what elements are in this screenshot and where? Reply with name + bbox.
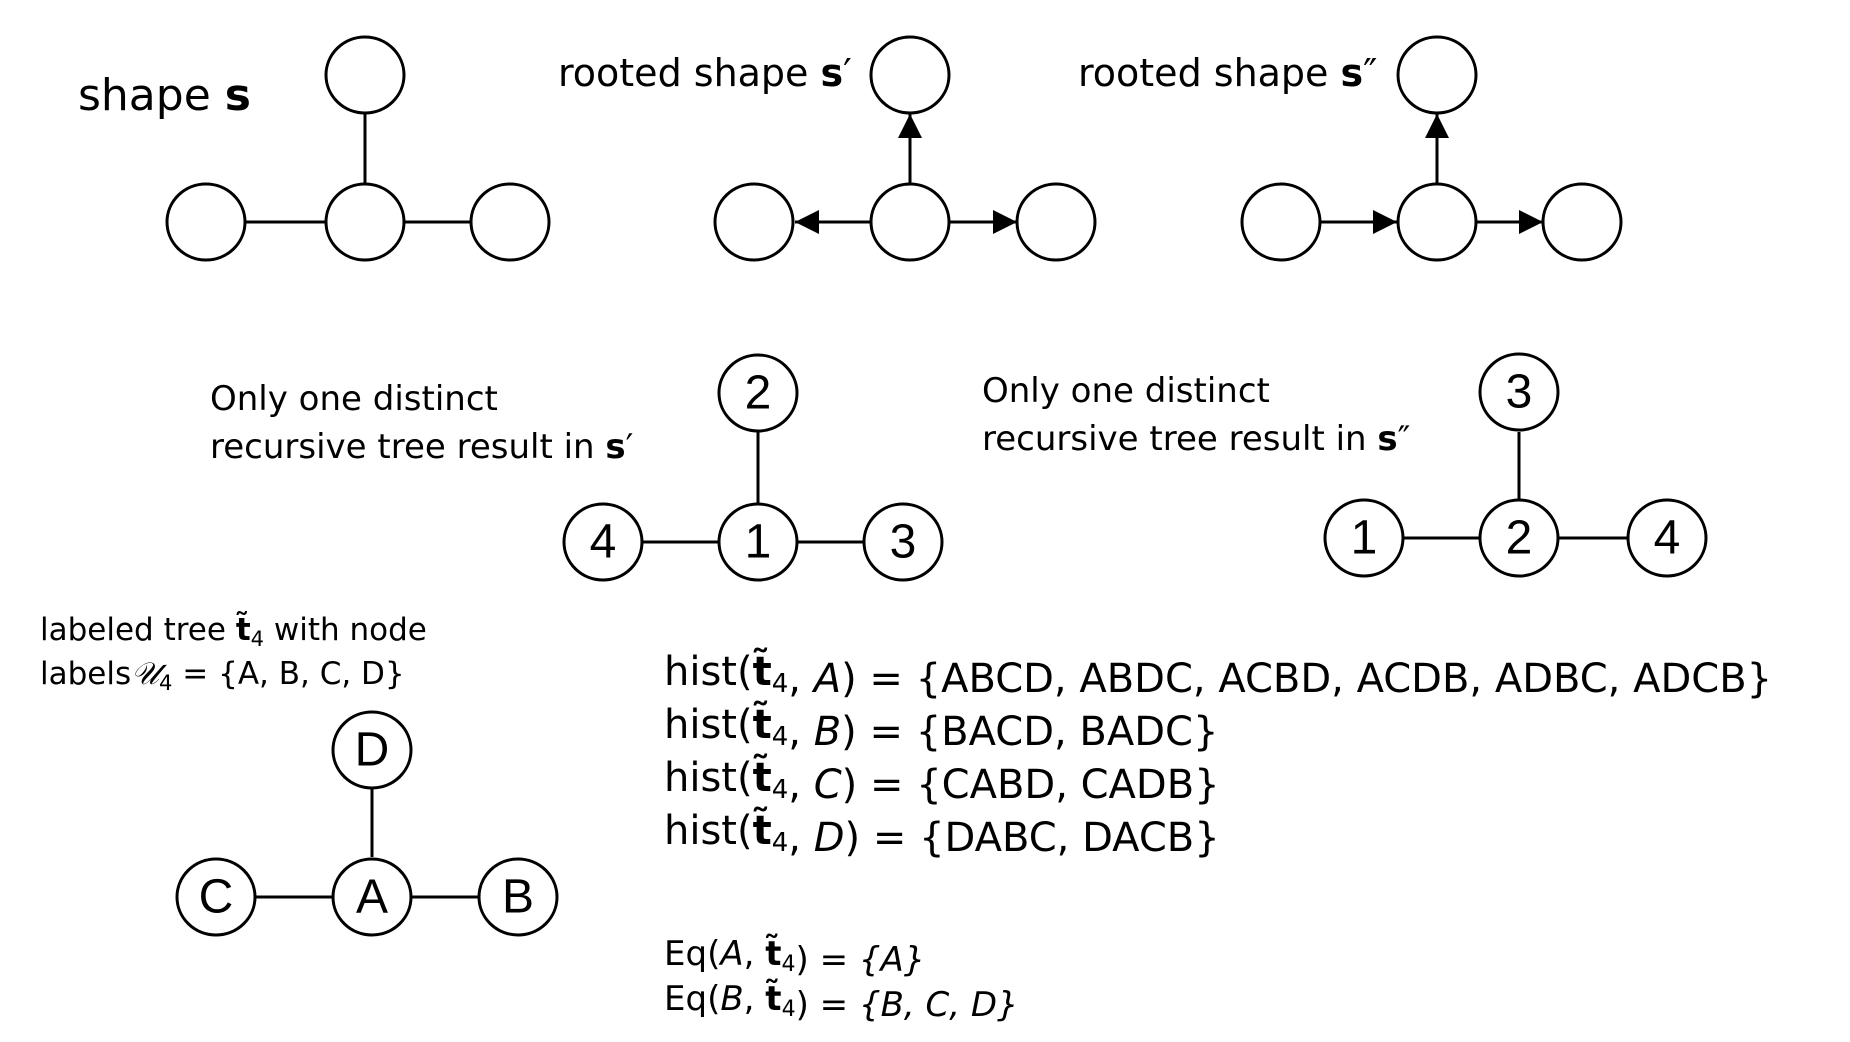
shape-s-title: shape s <box>78 70 251 121</box>
hist-equations: hist(t̃4, A) = {ABCD, ABDC, ACBD, ACDB, … <box>664 647 1772 861</box>
node-label: 3 <box>1506 366 1533 419</box>
rooted-shape-s-prime-title: rooted shape s′ <box>558 51 852 95</box>
eq-equations: Eq(A, t̃4) = {A}Eq(B, t̃4) = {B, C, D} <box>664 934 1019 1025</box>
tree-node <box>331 857 413 937</box>
recursive-tree-2-group: Only one distinct recursive tree result … <box>982 352 1708 578</box>
node-label: 1 <box>745 516 772 569</box>
tree-node <box>869 35 951 115</box>
hist-equation: hist(t̃4, C) = {CABD, CADB} <box>664 753 1220 808</box>
node-label: 2 <box>1506 512 1533 565</box>
recursive-tree-1-group: Only one distinct recursive tree result … <box>210 353 944 582</box>
tree-node <box>713 182 795 262</box>
node-label: 4 <box>590 516 617 569</box>
tree-node <box>1015 182 1097 262</box>
node-label: D <box>355 724 390 777</box>
tree-node <box>1541 182 1623 262</box>
tree-node <box>862 502 944 582</box>
tree-node <box>1626 498 1708 578</box>
tree-node <box>477 857 559 937</box>
recursive-tree-1-caption: Only one distinct recursive tree result … <box>210 379 633 467</box>
rooted-shape-s-double-prime-group: rooted shape s″ <box>1078 35 1623 262</box>
labeled-tree-caption: labeled tree t̃4 with node labels𝒰4 = {A… <box>40 612 437 695</box>
hist-equation: hist(t̃4, D) = {DABC, DACB} <box>664 806 1220 861</box>
tree-node <box>324 182 406 262</box>
labeled-tree-group: labeled tree t̃4 with node labels𝒰4 = {A… <box>40 612 559 937</box>
hist-equation: hist(t̃4, A) = {ABCD, ABDC, ACBD, ACDB, … <box>664 647 1772 702</box>
eq-equation: Eq(A, t̃4) = {A} <box>664 934 925 980</box>
node-label: B <box>502 871 534 924</box>
node-label: 4 <box>1654 512 1681 565</box>
tree-node <box>324 35 406 115</box>
node-label: 3 <box>890 516 917 569</box>
tree-node <box>331 710 413 790</box>
node-label: C <box>199 871 234 924</box>
tree-node <box>562 502 644 582</box>
rooted-shape-s-double-prime-title: rooted shape s″ <box>1078 51 1377 95</box>
tree-node <box>869 182 951 262</box>
tree-node <box>1478 498 1560 578</box>
tree-node <box>175 857 257 937</box>
node-label: 1 <box>1351 512 1378 565</box>
tree-node <box>165 182 247 262</box>
rooted-shape-s-prime-group: rooted shape s′ <box>558 35 1097 262</box>
tree-node <box>1396 35 1478 115</box>
shape-s-group: shape s <box>78 35 551 262</box>
tree-node <box>469 182 551 262</box>
tree-node <box>717 353 799 433</box>
tree-node <box>1396 182 1478 262</box>
hist-equation: hist(t̃4, B) = {BACD, BADC} <box>664 700 1218 755</box>
tree-node <box>1323 498 1405 578</box>
recursive-tree-2-caption: Only one distinct recursive tree result … <box>982 371 1410 459</box>
tree-node <box>1240 182 1322 262</box>
eq-equation: Eq(B, t̃4) = {B, C, D} <box>664 979 1019 1025</box>
tree-node <box>1478 352 1560 432</box>
node-label: A <box>356 871 388 924</box>
node-label: 2 <box>745 367 772 420</box>
tree-node <box>717 502 799 582</box>
